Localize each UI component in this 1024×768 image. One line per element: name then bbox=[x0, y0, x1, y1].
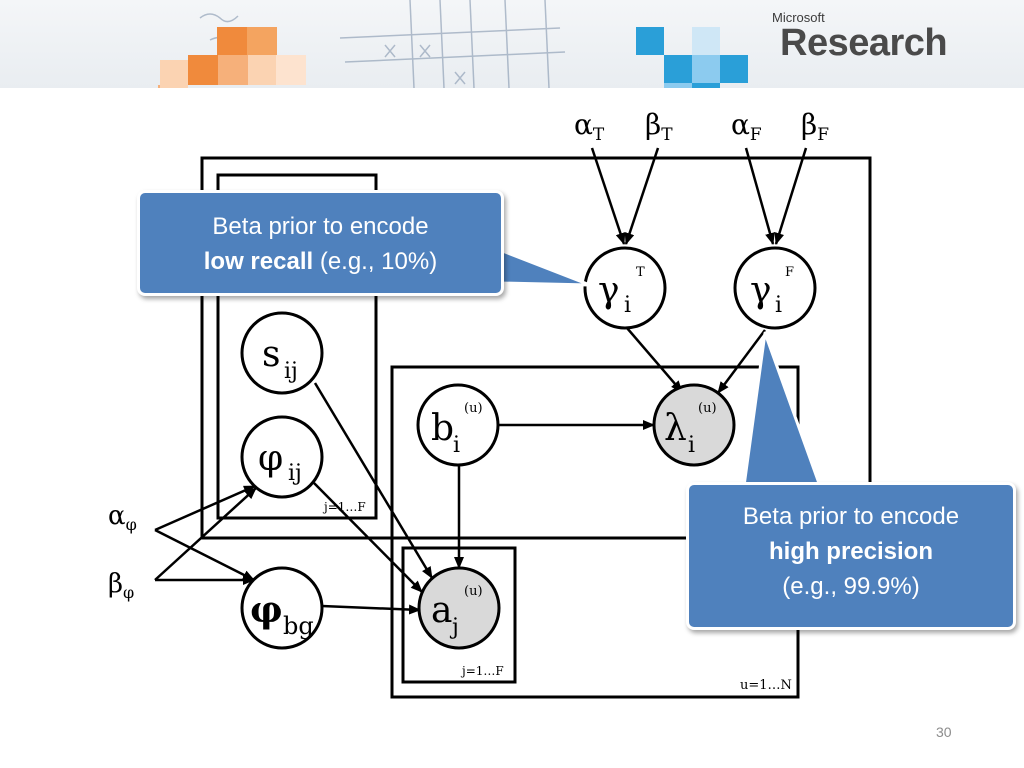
svg-text:λ: λ bbox=[664, 408, 687, 449]
node-phi-bg: φ bg bbox=[240, 566, 324, 650]
svg-text:bg: bg bbox=[283, 612, 314, 640]
edge-phi-a bbox=[313, 482, 423, 593]
plate-label-j-inner: j=1…F bbox=[460, 664, 504, 678]
node-gamma-F: γ i F bbox=[733, 246, 817, 330]
label-beta-T: βT bbox=[645, 108, 673, 145]
label-alpha-phi: αφ bbox=[108, 501, 137, 534]
banner-graphic bbox=[158, 0, 748, 88]
node-phi-ij: φ ij bbox=[240, 415, 324, 499]
svg-text:γ: γ bbox=[750, 270, 772, 311]
svg-text:T: T bbox=[636, 265, 645, 280]
svg-text:i: i bbox=[453, 433, 460, 458]
callout-high-precision-line2: high precision bbox=[768, 538, 933, 565]
node-a-j-u: a j (u) bbox=[417, 566, 501, 650]
svg-text:ij: ij bbox=[288, 461, 302, 486]
svg-text:F: F bbox=[785, 265, 794, 280]
svg-text:j: j bbox=[449, 615, 459, 640]
svg-text:i: i bbox=[688, 433, 695, 458]
plate-label-u: u=1…N bbox=[740, 678, 792, 693]
label-alpha-F: αF bbox=[731, 108, 762, 145]
svg-text:(u): (u) bbox=[698, 401, 717, 416]
slide-number: 30 bbox=[936, 724, 952, 740]
node-b-i-u: b i (u) bbox=[416, 383, 500, 467]
callout-low-recall-line1: Beta prior to encode bbox=[212, 213, 429, 240]
svg-text:γ: γ bbox=[598, 270, 620, 311]
svg-text:i: i bbox=[775, 293, 782, 318]
svg-text:i: i bbox=[624, 293, 631, 318]
svg-text:a: a bbox=[431, 590, 452, 631]
callout-pointer-high-precision bbox=[742, 331, 822, 488]
label-beta-F: βF bbox=[801, 108, 829, 145]
plate-left-inner bbox=[216, 173, 378, 520]
edge-betaT-gammaT bbox=[624, 147, 660, 245]
callout-high-precision: Beta prior to encode high precision (e.g… bbox=[686, 482, 1016, 630]
callout-low-recall-line2: low recall (e.g., 10%) bbox=[203, 248, 438, 275]
svg-text:φ: φ bbox=[250, 589, 283, 631]
svg-text:(u): (u) bbox=[464, 584, 483, 599]
edge-betaphi-phi bbox=[154, 487, 257, 581]
svg-text:b: b bbox=[431, 408, 454, 449]
edge-alphaphi-phibg bbox=[154, 528, 255, 582]
logo-microsoft: Microsoft bbox=[772, 10, 825, 25]
edge-betaF-gammaF bbox=[774, 147, 808, 245]
banner-sketch bbox=[199, 0, 566, 88]
edge-phibg-a bbox=[321, 604, 421, 615]
svg-text:ij: ij bbox=[284, 359, 298, 384]
edge-alphaF-gammaF bbox=[744, 147, 775, 245]
svg-text:(u): (u) bbox=[464, 401, 483, 416]
plate-outer-topic bbox=[200, 156, 872, 540]
callout-high-precision-line3: (e.g., 99.9%) bbox=[782, 573, 920, 600]
edge-gammaT-lambda bbox=[626, 327, 683, 393]
node-s-ij: s ij bbox=[240, 311, 324, 395]
callout-high-precision-line1: Beta prior to encode bbox=[742, 503, 960, 530]
edge-gammaF-lambda bbox=[716, 329, 767, 394]
callout-pointer-low-recall bbox=[498, 248, 592, 287]
edge-alphaT-gammaT bbox=[590, 147, 626, 245]
label-beta-phi: βφ bbox=[108, 569, 134, 602]
edge-alphaphi-phi bbox=[154, 484, 256, 532]
header-banner: Microsoft Research bbox=[0, 0, 1024, 88]
label-alpha-T: αT bbox=[574, 108, 605, 145]
banner-blue-squares bbox=[636, 27, 748, 88]
logo-research: Research bbox=[780, 22, 948, 64]
node-lambda-i-u: λ i (u) bbox=[652, 383, 736, 467]
callout-low-recall: Beta prior to encode low recall (e.g., 1… bbox=[137, 190, 504, 296]
svg-text:φ: φ bbox=[258, 438, 283, 479]
banner-orange-squares bbox=[158, 27, 306, 88]
node-gamma-T: γ i T bbox=[583, 246, 667, 330]
svg-text:s: s bbox=[262, 334, 280, 375]
edges bbox=[154, 147, 808, 615]
edge-s-a bbox=[313, 382, 434, 579]
